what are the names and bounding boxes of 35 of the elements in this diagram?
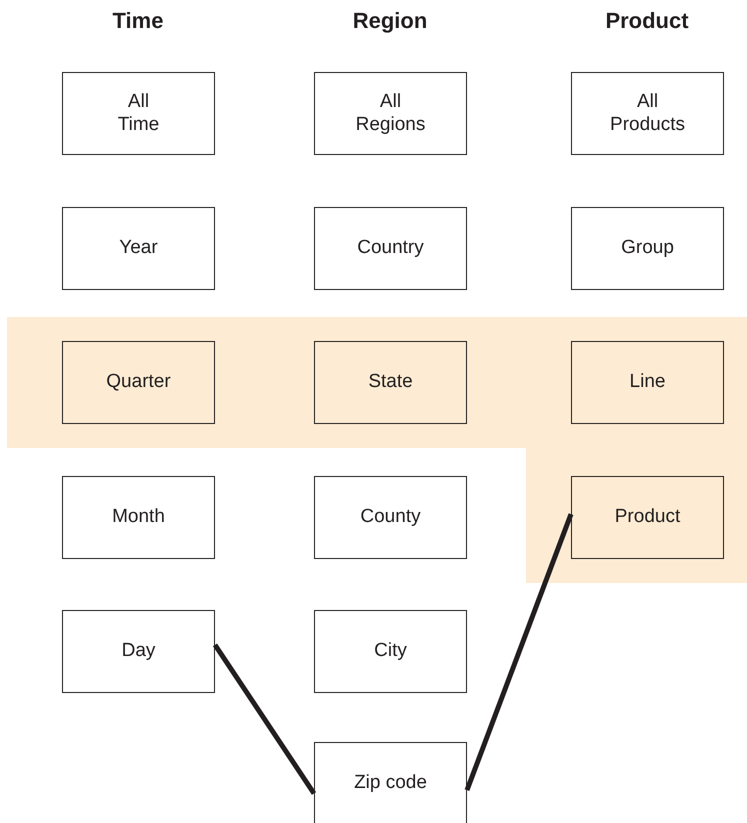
connector-line bbox=[464, 513, 574, 792]
level-label: Quarter bbox=[106, 371, 171, 394]
level-box bbox=[571, 72, 724, 155]
level-box bbox=[314, 341, 467, 424]
level-label: Zip code bbox=[354, 772, 427, 795]
level-label: City bbox=[374, 640, 407, 663]
level-label: Year bbox=[119, 237, 158, 260]
level-label: Month bbox=[112, 506, 165, 529]
level-label: Day bbox=[122, 640, 156, 663]
level-box bbox=[62, 341, 215, 424]
level-box bbox=[314, 476, 467, 559]
level-box bbox=[62, 72, 215, 155]
level-label: Product bbox=[614, 506, 680, 529]
level-box bbox=[62, 610, 215, 693]
level-label: State bbox=[368, 371, 413, 394]
column-heading: Product bbox=[604, 8, 690, 34]
level-label: Group bbox=[621, 237, 674, 260]
level-box bbox=[314, 610, 467, 693]
level-label: All Regions bbox=[356, 90, 426, 136]
level-box bbox=[314, 207, 467, 290]
level-label: County bbox=[360, 506, 421, 529]
column-heading: Time bbox=[112, 8, 164, 34]
level-box bbox=[571, 207, 724, 290]
connector-line bbox=[212, 643, 316, 795]
column-heading: Region bbox=[352, 8, 428, 34]
level-box bbox=[314, 72, 467, 155]
level-box bbox=[62, 476, 215, 559]
level-box bbox=[62, 207, 215, 290]
level-label: All Time bbox=[118, 90, 160, 136]
level-box bbox=[571, 476, 724, 559]
level-box bbox=[571, 341, 724, 424]
level-label: Line bbox=[630, 371, 666, 394]
level-label: Country bbox=[357, 237, 424, 260]
level-box bbox=[314, 742, 467, 823]
level-label: All Products bbox=[610, 90, 685, 136]
